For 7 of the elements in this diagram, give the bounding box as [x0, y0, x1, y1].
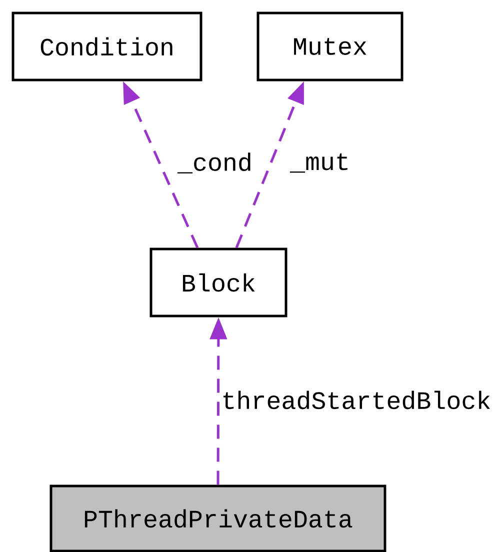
edge-label: _cond: [176, 152, 254, 174]
class-box: Condition: [12, 12, 202, 82]
class-box: Block: [150, 248, 288, 318]
class-box: PThreadPrivateData: [50, 484, 386, 552]
class-box: Mutex: [256, 12, 404, 82]
edge-label: _mut: [289, 152, 351, 174]
edge-label: threadStartedBlock: [220, 390, 492, 410]
